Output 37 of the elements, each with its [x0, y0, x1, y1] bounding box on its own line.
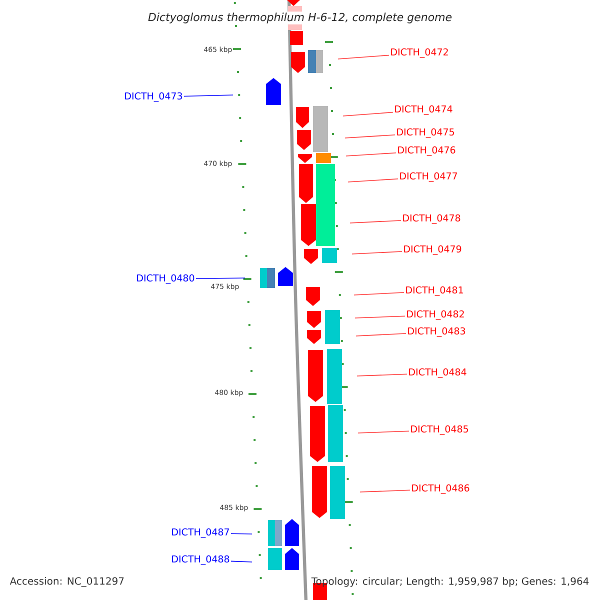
- leader-line: [348, 178, 398, 182]
- leader-line: [354, 316, 406, 318]
- gene-label: DICTH_0480: [137, 274, 194, 284]
- leader-line: [230, 533, 252, 534]
- gene-label: DICTH_0476: [398, 146, 456, 156]
- leader-line: [358, 430, 410, 434]
- gene-label: DICTH_0478: [403, 214, 460, 224]
- leader-line: [352, 251, 402, 254]
- gene-label: DICTH_0487: [172, 528, 229, 538]
- leader-line: [354, 292, 404, 296]
- leader-line: [346, 152, 396, 156]
- gene-label: DICTH_0479: [404, 245, 462, 255]
- gene-label: DICTH_0474: [395, 105, 452, 115]
- leader-line: [356, 333, 406, 336]
- gene-label: DICTH_0473: [125, 92, 182, 102]
- gene-label: DICTH_0477: [400, 172, 458, 182]
- leader-line: [344, 134, 396, 138]
- leader-line: [350, 220, 402, 224]
- leader-line: [360, 490, 410, 492]
- gene-label: DICTH_0485: [411, 425, 468, 435]
- gene-label: DICTH_0484: [409, 368, 466, 378]
- accession-text: Accession: NC_011297: [10, 577, 124, 587]
- leader-line: [230, 560, 252, 562]
- title: Dictyoglomus thermophilum H-6-12, complete genome: [146, 12, 454, 24]
- leader-line: [356, 374, 408, 376]
- leader-line: [196, 278, 246, 280]
- gene-label: DICTH_0483: [408, 327, 466, 337]
- gene-label: DICTH_0488: [172, 555, 230, 565]
- gene-label: DICTH_0486: [412, 484, 470, 494]
- gene-label: DICTH_0481: [406, 286, 463, 296]
- leader-line: [338, 54, 390, 60]
- gene-label: DICTH_0475: [397, 128, 454, 138]
- gene-label: DICTH_0472: [391, 48, 448, 58]
- leader-line: [342, 112, 394, 116]
- genome-info-text: Topology: circular; Length: 1,959,987 bp; Genes: 1,964: [311, 577, 589, 587]
- gene-label: DICTH_0482: [407, 310, 464, 320]
- leader-line: [184, 94, 234, 97]
